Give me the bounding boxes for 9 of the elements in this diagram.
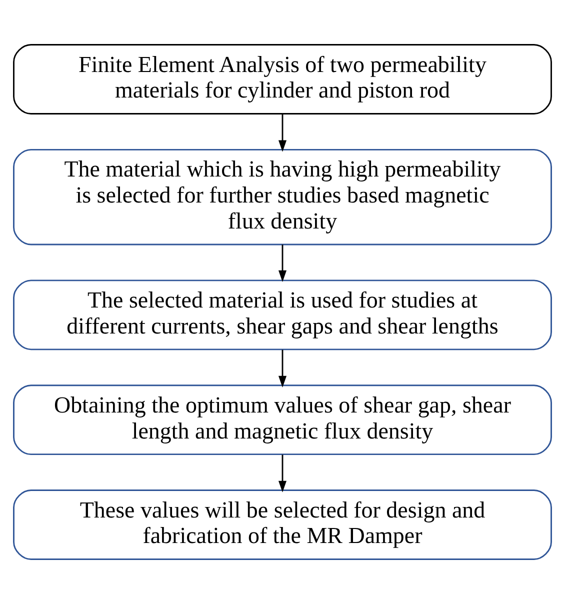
node-box: Obtaining the optimum values of shear gap, shear length and magnetic flux density — [13, 384, 552, 455]
node-box: Finite Element Analysis of two permeability materials for cylinder and piston rod — [13, 44, 552, 114]
node-box: The material which is having high permeability is selected for further studies based magnetic flux density — [13, 148, 552, 245]
arrow — [278, 454, 287, 492]
arrow — [278, 349, 287, 387]
node-box: The selected material is used for studies at different currents, shear gaps and shear lengths — [13, 279, 552, 350]
arrow — [278, 113, 287, 152]
node-box: These values will be selected for design and fabrication of the MR Damper — [13, 489, 552, 560]
arrow — [278, 244, 287, 282]
